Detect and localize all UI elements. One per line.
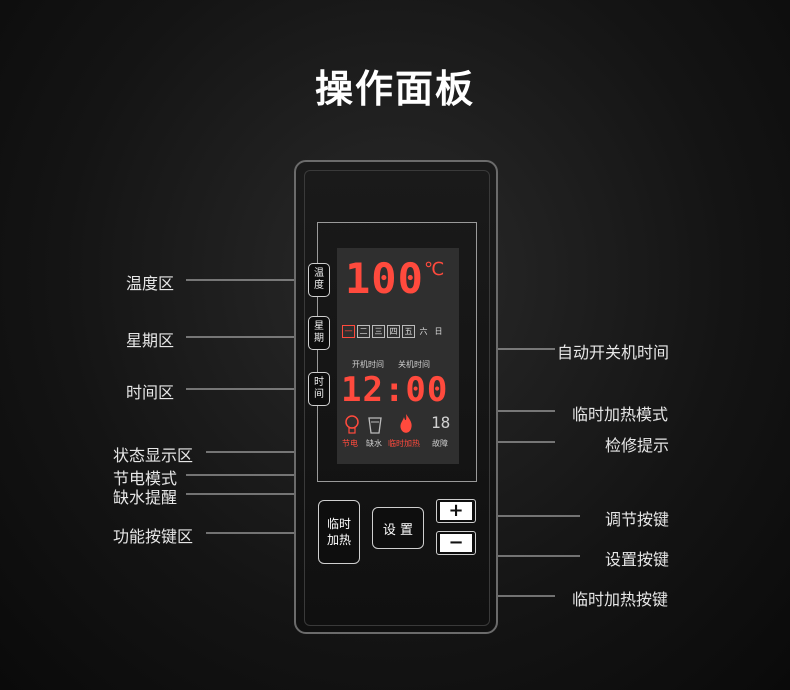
panel-inner-border — [304, 170, 490, 626]
label-heat-key: 临时加热按键 — [572, 590, 669, 609]
temperature-readout: 100 — [345, 254, 424, 303]
label-status-zone: 状态显示区 — [113, 446, 194, 465]
plus-icon: + — [440, 502, 472, 520]
label-auto-onoff: 自动开关机时间 — [557, 343, 670, 362]
tag-week: 星期 — [308, 316, 330, 350]
flame-icon — [400, 414, 412, 433]
minus-button[interactable]: − — [436, 531, 476, 555]
off-time-label: 关机时间 — [398, 360, 430, 369]
plus-button[interactable]: + — [436, 499, 476, 523]
weekday-7: 日 — [434, 327, 443, 336]
weekday-4: 四 — [387, 325, 400, 338]
label-function-keys: 功能按键区 — [113, 527, 194, 546]
bulb-icon — [345, 415, 359, 434]
weekday-5: 五 — [402, 325, 415, 338]
status-heat: 临时加热 — [388, 439, 420, 448]
tag-temp: 温度 — [308, 263, 330, 297]
label-temp-zone: 温度区 — [126, 274, 175, 293]
status-fault: 故障 — [432, 439, 448, 448]
clock-readout: 12:00 — [341, 370, 449, 410]
label-week-zone: 星期区 — [126, 331, 175, 350]
label-time-zone: 时间区 — [126, 383, 175, 402]
label-set-key: 设置按键 — [605, 550, 670, 569]
page-title: 操作面板 — [314, 67, 475, 111]
status-power-saving: 节电 — [342, 439, 358, 448]
label-repair-hint: 检修提示 — [605, 436, 670, 455]
display-frame — [317, 222, 477, 482]
status-water: 缺水 — [366, 439, 382, 448]
label-adjust-keys: 调节按键 — [605, 510, 670, 529]
weekday-row: 一 二 三 四 五 六 日 — [342, 325, 445, 338]
tag-time: 时间 — [308, 372, 330, 406]
label-heat-mode: 临时加热模式 — [572, 405, 669, 424]
set-button[interactable]: 设 置 — [372, 507, 424, 549]
fault-code: 18 — [431, 413, 451, 432]
minus-icon: − — [440, 534, 472, 552]
weekday-2: 二 — [357, 325, 370, 338]
label-power-saving: 节电模式 — [113, 469, 178, 488]
weekday-1: 一 — [342, 325, 355, 338]
temperature-unit: ℃ — [424, 259, 445, 280]
label-water-shortage: 缺水提醒 — [113, 488, 178, 507]
lcd-screen — [337, 248, 459, 464]
weekday-6: 六 — [419, 327, 428, 336]
weekday-3: 三 — [372, 325, 385, 338]
temp-heat-button[interactable]: 临时加热 — [318, 500, 360, 564]
water-cup-icon — [368, 417, 382, 434]
on-time-label: 开机时间 — [352, 360, 384, 369]
